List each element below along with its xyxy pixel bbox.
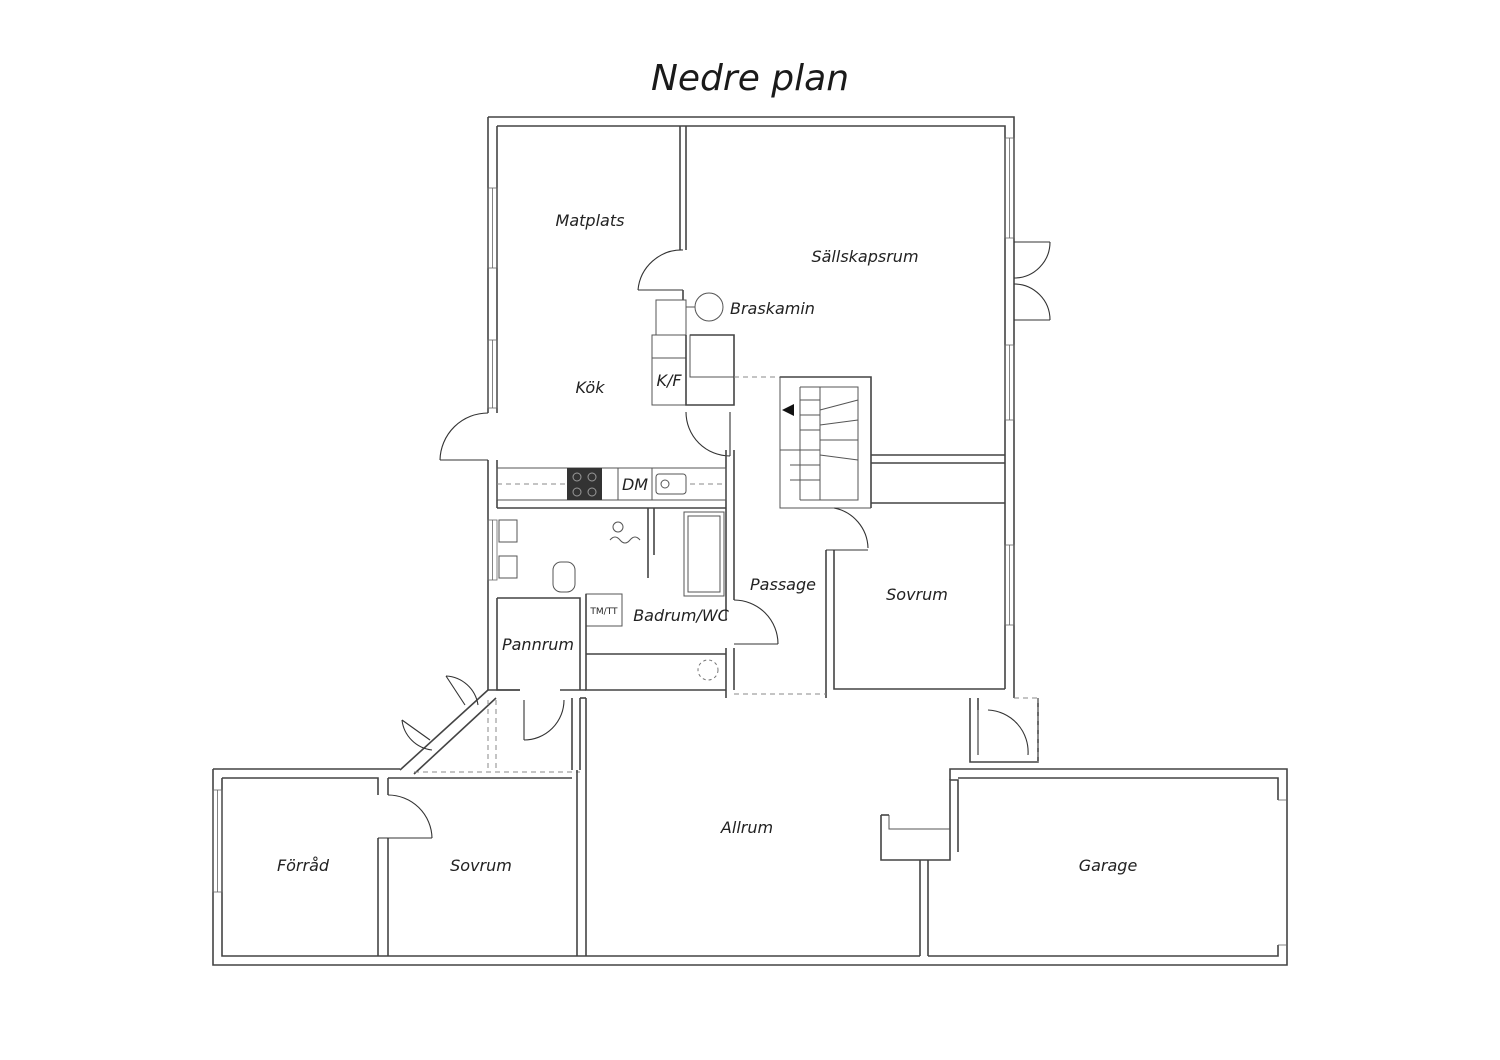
- shower-icon: [609, 536, 641, 544]
- plan-title: Nedre plan: [650, 58, 850, 99]
- entrance-double-door: [399, 675, 497, 775]
- upper-windows: [487, 137, 1015, 626]
- bathtub-icon: [683, 511, 725, 597]
- room-label-badrum: Badrum/WC: [633, 606, 729, 625]
- lower-outer-walls: [212, 700, 1288, 966]
- room-label-sallskapsrum: Sällskapsrum: [811, 247, 918, 266]
- toilet-icon: [552, 561, 576, 593]
- stove-icon: [567, 468, 602, 500]
- label-tmtt: TM/TT: [589, 607, 618, 617]
- pannrum-walls: [488, 597, 586, 770]
- room-label-garage: Garage: [1079, 856, 1138, 875]
- label-kf: K/F: [656, 371, 682, 390]
- patio-double-door: [1013, 241, 1051, 321]
- label-dm: DM: [622, 475, 648, 494]
- kitchen-counter: [496, 467, 727, 501]
- room-label-pannrum: Pannrum: [502, 635, 574, 654]
- room-label-sovrum-lower: Sovrum: [450, 856, 512, 875]
- sink-icon: [655, 473, 687, 495]
- room-label-allrum: Allrum: [720, 818, 773, 837]
- room-label-forrad: Förråd: [277, 856, 330, 875]
- kitchen-exterior-door: [439, 412, 489, 461]
- room-label-sovrum-upper: Sovrum: [886, 585, 948, 604]
- room-label-kok: Kök: [576, 378, 606, 397]
- interior-walls-upper: [637, 126, 1005, 698]
- stair-arrow-icon: [782, 404, 794, 416]
- room-label-matplats: Matplats: [556, 211, 625, 230]
- upper-outer-walls: [487, 116, 1015, 698]
- room-label-passage: Passage: [750, 575, 816, 594]
- lower-interior-walls: [377, 697, 1039, 956]
- label-braskamin: Braskamin: [730, 299, 815, 318]
- bathroom-block: [496, 500, 779, 691]
